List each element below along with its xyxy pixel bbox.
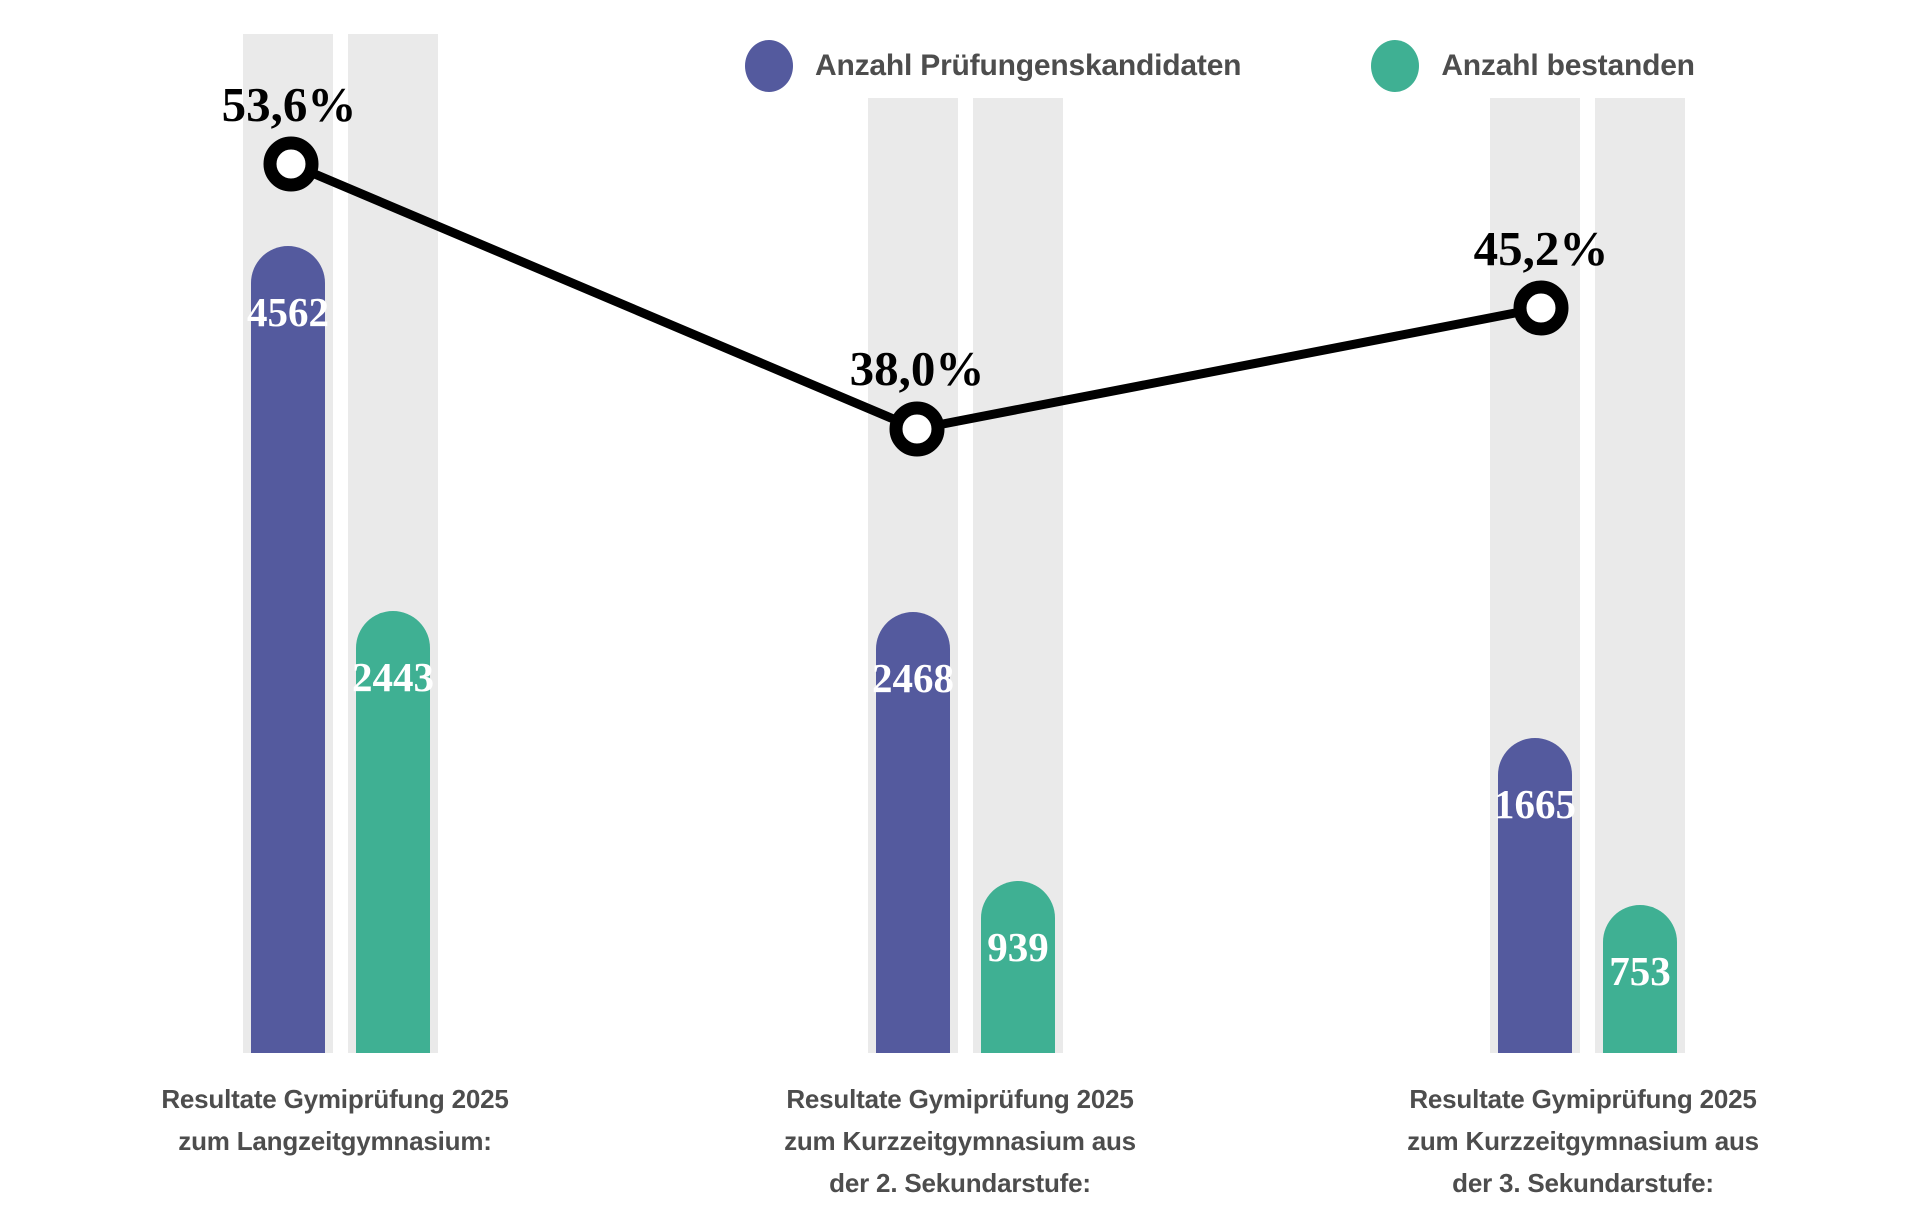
bar-g2-candidates[interactable]: 2468: [872, 612, 954, 1053]
legend-swatch-candidates-icon: [745, 40, 793, 92]
bar-value-g1-candidates: 4562: [247, 289, 329, 335]
bar-g3-candidates[interactable]: 1665: [1494, 738, 1576, 1053]
percentage-label-g2: 38,0%: [849, 341, 985, 396]
bar-value-g3-passed: 753: [1609, 948, 1671, 994]
caption-line: der 2. Sekundarstufe:: [829, 1168, 1091, 1199]
bar-value-g1-passed: 2443: [352, 654, 434, 700]
caption-line: Resultate Gymiprüfung 2025: [161, 1084, 509, 1114]
bar-value-g2-passed: 939: [987, 924, 1049, 970]
category-caption-kurzzeit-sek3: Resultate Gymiprüfung 2025 zum Kurzzeitg…: [1358, 1078, 1808, 1204]
category-caption-kurzzeit-sek2: Resultate Gymiprüfung 2025 zum Kurzzeitg…: [735, 1078, 1185, 1204]
bar-value-g3-candidates: 1665: [1494, 781, 1576, 827]
caption-line: Resultate Gymiprüfung 2025: [1409, 1084, 1757, 1114]
legend-swatch-passed-icon: [1371, 40, 1420, 92]
legend-label-candidates: Anzahl Prüfungenskandidaten: [815, 49, 1242, 82]
caption-line: Resultate Gymiprüfung 2025: [786, 1084, 1134, 1114]
percentage-label-g3: 45,2%: [1473, 221, 1609, 276]
plot-area: 4562 2443 2468 939 1665 753: [243, 34, 1685, 1053]
caption-line: der 3. Sekundarstufe:: [1452, 1168, 1714, 1199]
category-captions: Resultate Gymiprüfung 2025 zum Langzeitg…: [0, 1070, 1920, 1219]
chart-legend: Anzahl Prüfungenskandidaten Anzahl besta…: [745, 40, 1695, 92]
bar-track-g3-passed: [1595, 98, 1685, 1053]
bar-g1-candidates[interactable]: 4562: [247, 246, 329, 1053]
bar-g2-passed[interactable]: 939: [981, 881, 1055, 1053]
legend-item-passed[interactable]: Anzahl bestanden: [1371, 40, 1695, 92]
caption-line: zum Kurzzeitgymnasium aus: [784, 1126, 1136, 1157]
category-caption-langzeitgymnasium: Resultate Gymiprüfung 2025 zum Langzeitg…: [110, 1078, 560, 1162]
bar-value-g2-candidates: 2468: [872, 655, 954, 701]
legend-item-candidates[interactable]: Anzahl Prüfungenskandidaten: [745, 40, 1242, 92]
caption-line: zum Langzeitgymnasium:: [178, 1126, 492, 1157]
bar-g3-passed[interactable]: 753: [1603, 905, 1677, 1053]
caption-line: zum Kurzzeitgymnasium aus: [1407, 1126, 1759, 1157]
percentage-label-g1: 53,6%: [221, 77, 357, 132]
legend-label-passed: Anzahl bestanden: [1441, 49, 1695, 82]
bar-g1-passed[interactable]: 2443: [352, 611, 434, 1053]
